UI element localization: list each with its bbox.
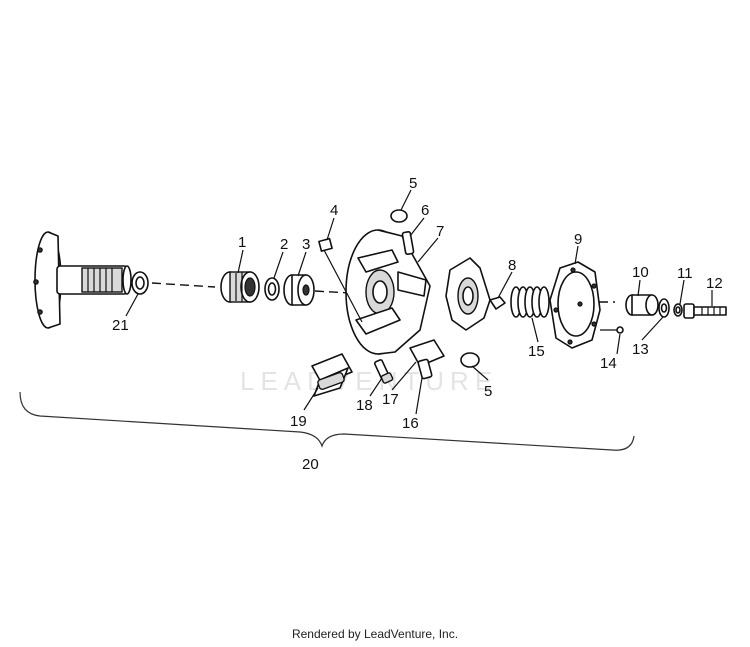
part-movable-sheave-7 <box>323 229 431 355</box>
callout-18: 18 <box>356 397 373 414</box>
callout-8: 8 <box>508 257 516 274</box>
part-roller-3 <box>283 274 315 306</box>
callout-9: 9 <box>574 231 582 248</box>
part-cover-9 <box>549 261 601 349</box>
callout-13: 13 <box>632 341 649 358</box>
callout-21: 21 <box>112 317 129 334</box>
callout-10: 10 <box>632 264 649 281</box>
leader-lines <box>125 189 713 415</box>
part-pin-16 <box>417 358 433 380</box>
callout-14: 14 <box>600 355 617 372</box>
callout-3: 3 <box>302 236 310 253</box>
watermark: LEADVENTURE <box>240 366 498 396</box>
callout-5-top: 5 <box>409 175 417 192</box>
part-pin-6 <box>401 230 415 256</box>
callout-11: 11 <box>677 265 693 282</box>
callout-20: 20 <box>302 456 319 473</box>
part-bearing-1 <box>220 271 260 303</box>
axis-line-left <box>151 282 216 288</box>
part-washer-21 <box>131 271 149 295</box>
callout-15: 15 <box>528 343 545 360</box>
part-ring-2 <box>264 277 280 301</box>
axis-line-mid <box>314 290 351 294</box>
part-washer-11 <box>673 303 683 317</box>
part-screw-14 <box>600 326 624 334</box>
callout-12: 12 <box>706 275 723 292</box>
part-washer-13 <box>658 298 670 318</box>
callout-16: 16 <box>402 415 419 432</box>
callout-2: 2 <box>280 236 288 253</box>
part-screw-18 <box>374 359 394 384</box>
part-spider-8 <box>445 257 506 331</box>
callout-6: 6 <box>421 202 429 219</box>
part-spring-15 <box>510 286 550 318</box>
part-cap-5-top <box>390 209 408 223</box>
footer-credit: Rendered by LeadVenture, Inc. <box>291 627 459 641</box>
callout-1: 1 <box>238 234 246 251</box>
callout-7: 7 <box>436 223 444 240</box>
assembly-bracket <box>19 391 635 451</box>
part-sleeve-10 <box>625 294 659 316</box>
part-cap-5-bottom <box>460 352 480 368</box>
callout-labels: 1 2 3 4 5 6 7 8 9 10 11 12 13 14 15 16 1… <box>112 175 723 473</box>
callout-4: 4 <box>330 202 338 219</box>
callout-5-bottom: 5 <box>484 383 492 400</box>
part-pad-17 <box>409 339 445 367</box>
callout-19: 19 <box>290 413 307 430</box>
part-nut-4 <box>318 237 333 252</box>
part-fixed-sheave <box>33 231 132 329</box>
part-pad-19 <box>311 353 353 397</box>
callout-17: 17 <box>382 391 399 408</box>
part-bolt-12 <box>683 303 727 319</box>
